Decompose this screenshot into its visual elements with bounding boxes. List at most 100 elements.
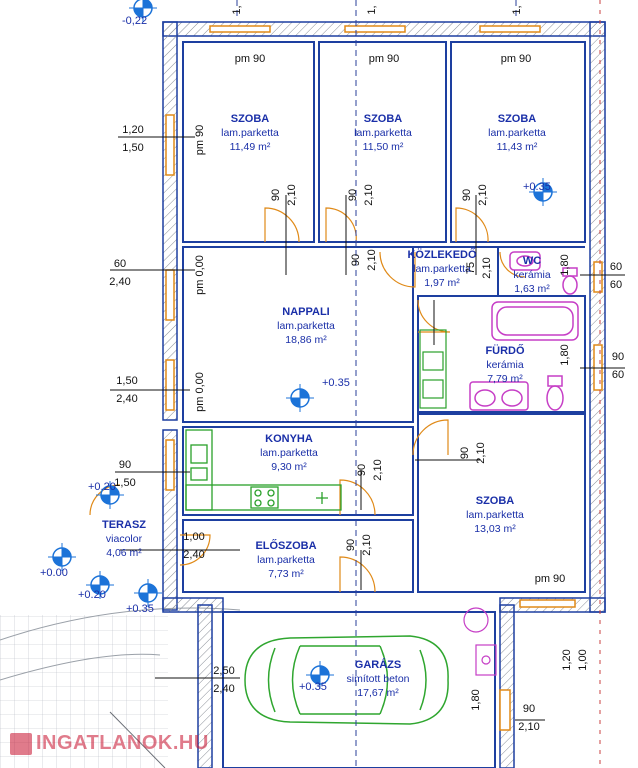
- dimension-bottom: 2,40: [213, 683, 234, 695]
- level-value: +0.35: [322, 377, 350, 389]
- dimension-top: 90: [119, 459, 131, 471]
- sill-label: pm 90: [369, 53, 400, 65]
- level-value: +0.35: [299, 681, 327, 693]
- door-dimension: 90: [356, 464, 368, 476]
- level-marker-icon: [96, 481, 124, 509]
- level-value: +0.20: [78, 589, 106, 601]
- dimension-bottom: 2,40: [116, 393, 137, 405]
- door-dimension: 1,00: [577, 649, 589, 670]
- room-area-wc: 1,63 m²: [514, 283, 550, 295]
- room-name-szoba-4: SZOBA: [476, 495, 515, 507]
- sill-label: pm 90: [501, 53, 532, 65]
- dimension-bottom: 1,50: [122, 142, 143, 154]
- room-name-kozlekedo: KÖZLEKEDŐ: [407, 248, 477, 261]
- dimension-top: 2,50: [213, 665, 234, 677]
- room-floor-kozlekedo: lam.parketta: [413, 263, 471, 275]
- room-floor-konyha: lam.parketta: [260, 447, 318, 459]
- room-area-furdo: 7,79 m²: [487, 373, 523, 385]
- sill-label: pm 0,00: [194, 372, 206, 412]
- room-floor-szoba-4: lam.parketta: [466, 509, 524, 521]
- dimension-top: 90: [523, 703, 535, 715]
- level-markers: -0,22+0.35+0.35+0.20+0.00+0.20+0.35+0.35: [40, 0, 557, 693]
- level-marker-icon: [306, 661, 334, 689]
- dimension-bottom: 2,40: [109, 276, 130, 288]
- room-area-terasz: 4,06 m²: [106, 547, 142, 559]
- room-floor-furdo: kerámia: [486, 359, 524, 371]
- top-dimension: 1,: [231, 5, 243, 14]
- door-dimension: 2,10: [361, 534, 373, 555]
- level-marker-icon: [86, 571, 114, 599]
- room-name-garazs: GARÁZS: [355, 658, 401, 671]
- room-labels: SZOBA lam.parketta 11,49 m² SZOBA lam.parket…: [102, 113, 551, 699]
- door-dimension: 1,20: [561, 649, 573, 670]
- door-dimension: 2,10: [363, 184, 375, 205]
- room-floor-eloszoba: lam.parketta: [257, 554, 315, 566]
- room-area-szoba-2: 11,50 m²: [363, 141, 404, 153]
- room-floor-garazs: simított beton: [346, 673, 409, 685]
- dimension-top: 1,50: [116, 375, 137, 387]
- door-dimension: 2,10: [475, 442, 487, 463]
- room-floor-szoba-3: lam.parketta: [488, 127, 546, 139]
- dimension-top: 60: [610, 261, 622, 273]
- level-value: -0,22: [122, 15, 147, 27]
- sill-label: pm 0,00: [194, 255, 206, 295]
- watermark: INGATLANOK.HU: [10, 732, 209, 755]
- room-floor-szoba-1: lam.parketta: [221, 127, 279, 139]
- dimension-top: 90: [612, 351, 624, 363]
- top-dimension: 1,: [511, 5, 523, 14]
- room-name-konyha: KONYHA: [265, 433, 313, 445]
- garage-fixtures: [463, 607, 497, 676]
- room-area-garazs: 17,67 m²: [357, 687, 399, 699]
- room-floor-szoba-2: lam.parketta: [354, 127, 412, 139]
- room-name-furdo: FÜRDŐ: [485, 344, 525, 357]
- dimension-bottom: 2,40: [183, 549, 204, 561]
- level-marker-icon: [134, 579, 162, 607]
- door-dimension: 90: [347, 189, 359, 201]
- door-dimension: 1,80: [470, 689, 482, 710]
- dimension-top: 60: [114, 258, 126, 270]
- door-dimension: 2,10: [477, 184, 489, 205]
- car-icon: [244, 635, 449, 725]
- room-floor-wc: kerámia: [513, 269, 551, 281]
- room-area-szoba-3: 11,43 m²: [497, 141, 538, 153]
- dimension-bottom: 2,10: [518, 721, 539, 733]
- section-lines: [236, 0, 601, 768]
- door-dimension: 90: [461, 189, 473, 201]
- level-marker-icon: [286, 384, 314, 412]
- room-name-szoba-3: SZOBA: [498, 113, 537, 125]
- top-dimension: 1,: [366, 5, 378, 14]
- washing-unit: [419, 329, 447, 409]
- room-floor-nappali: lam.parketta: [277, 320, 335, 332]
- room-area-konyha: 9,30 m²: [271, 461, 307, 473]
- door-dimension: 1,80: [559, 254, 571, 275]
- door-dimension: 2,10: [481, 257, 493, 278]
- room-name-wc: WC: [523, 255, 541, 267]
- level-value: +0.00: [40, 567, 68, 579]
- room-name-szoba-2: SZOBA: [364, 113, 403, 125]
- door-dimension: 90: [459, 447, 471, 459]
- room-name-eloszoba: ELŐSZOBA: [255, 539, 316, 552]
- bath-fixtures: [469, 251, 579, 411]
- house-logo-icon: [10, 732, 32, 755]
- room-name-nappali: NAPPALI: [282, 306, 329, 318]
- room-area-kozlekedo: 1,97 m²: [424, 277, 460, 289]
- door-dimension: 90: [350, 254, 362, 266]
- room-area-szoba-1: 11,49 m²: [230, 141, 271, 153]
- room-area-eloszoba: 7,73 m²: [268, 568, 304, 580]
- door-dimension: 2,10: [372, 459, 384, 480]
- interior-walls: [182, 41, 586, 768]
- kitchen-fixtures: [185, 429, 342, 511]
- level-marker-icon: [529, 178, 557, 206]
- room-area-nappali: 18,86 m²: [285, 334, 327, 346]
- room-area-szoba-4: 13,03 m²: [474, 523, 516, 535]
- dimension-bottom: 60: [612, 369, 624, 381]
- sill-label: pm 90: [535, 573, 566, 585]
- level-marker-icon: [129, 0, 157, 22]
- door-dimension: 75: [465, 262, 477, 274]
- door-dimension: 2,10: [366, 249, 378, 270]
- level-value: +0.20: [88, 481, 116, 493]
- door-dimension: 1,80: [559, 344, 571, 365]
- dimension-top: 1,20: [122, 124, 143, 136]
